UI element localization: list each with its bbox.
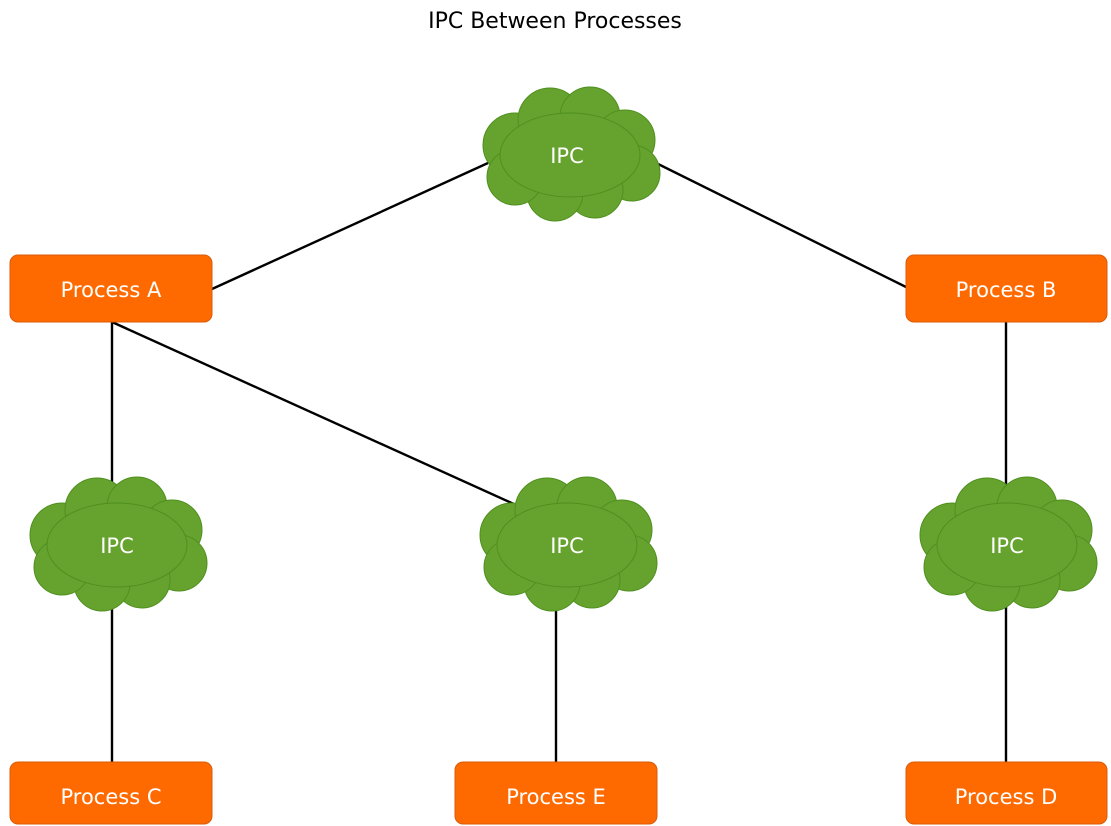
process-c-node: Process C — [9, 761, 213, 825]
process-a-node: Process A — [9, 254, 213, 323]
process-e-node: Process E — [454, 761, 658, 825]
edge-a-to-ipc-middle — [111, 320, 517, 507]
diagram-title: IPC Between Processes — [428, 9, 682, 34]
process-c-label: Process C — [60, 785, 161, 809]
process-b-label: Process B — [956, 278, 1057, 302]
ipc-label-middle: IPC — [550, 534, 584, 558]
ipc-label-right: IPC — [990, 534, 1024, 558]
ipc-cloud-right: IPC — [919, 476, 1098, 612]
ipc-cloud-middle: IPC — [479, 476, 658, 612]
ipc-label-left: IPC — [100, 534, 134, 558]
process-b-node: Process B — [905, 254, 1108, 323]
process-e-label: Process E — [506, 785, 606, 809]
ipc-cloud-top: IPC — [482, 86, 661, 222]
process-d-label: Process D — [955, 785, 1058, 809]
ipc-cloud-left: IPC — [29, 476, 208, 612]
process-d-node: Process D — [905, 761, 1108, 825]
connections — [110, 158, 1008, 765]
edge-ipc-top-to-b — [649, 158, 907, 289]
edge-a-to-ipc-top — [211, 161, 489, 291]
process-a-label: Process A — [61, 278, 162, 302]
ipc-label-top: IPC — [550, 144, 584, 168]
